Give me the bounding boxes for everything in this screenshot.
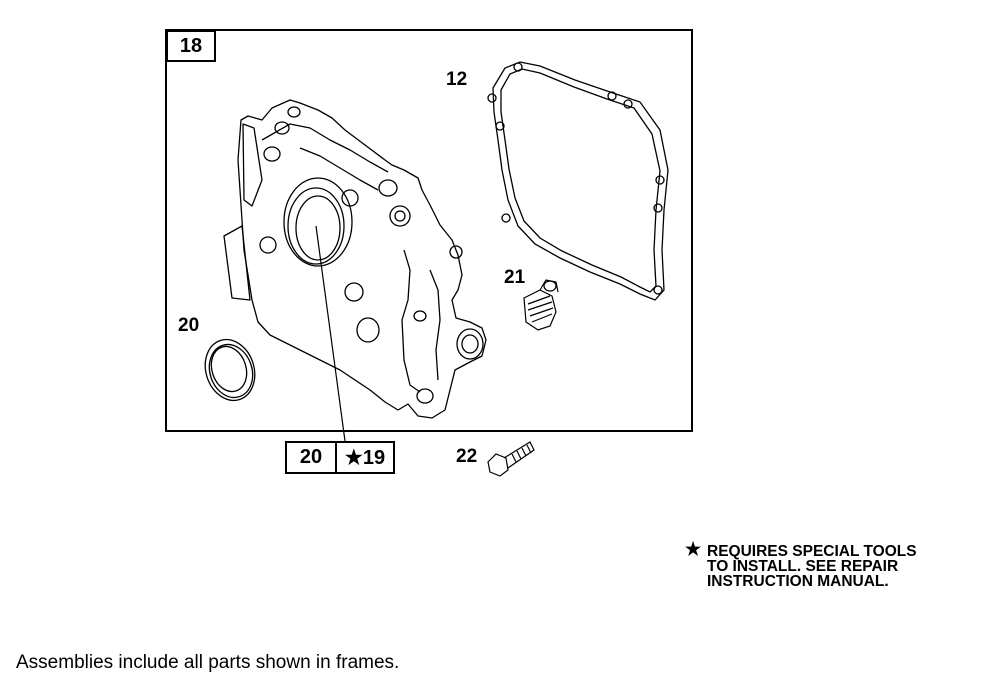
- note-line-1: REQUIRES SPECIAL TOOLS: [707, 543, 917, 560]
- sub-frame-left: 20: [285, 441, 337, 474]
- callout-12: 12: [446, 69, 468, 90]
- sub-frame-right: ★19: [335, 441, 395, 474]
- assembly-frame-label-text: 18: [179, 34, 203, 57]
- callout-21: 21: [504, 267, 526, 288]
- gasket: [487, 61, 669, 301]
- leader-line: [315, 225, 346, 442]
- assembly-frame-label: 18: [166, 30, 216, 62]
- crankcase-cover: [223, 99, 487, 419]
- callout-20: 20: [178, 315, 200, 336]
- oil-seal: [204, 338, 256, 402]
- fitting: [523, 279, 559, 331]
- sub-frame-right-text: ★19: [344, 447, 386, 469]
- footer-note: Assemblies include all parts shown in fr…: [16, 652, 400, 673]
- star-icon: ★: [685, 539, 702, 559]
- screw: [487, 441, 535, 477]
- callout-22: 22: [456, 446, 478, 467]
- note-line-2: TO INSTALL. SEE REPAIR: [707, 558, 899, 575]
- note-line-3: INSTRUCTION MANUAL.: [707, 573, 889, 590]
- assembly-frame: [165, 29, 693, 432]
- sub-frame-left-text: 20: [299, 446, 323, 468]
